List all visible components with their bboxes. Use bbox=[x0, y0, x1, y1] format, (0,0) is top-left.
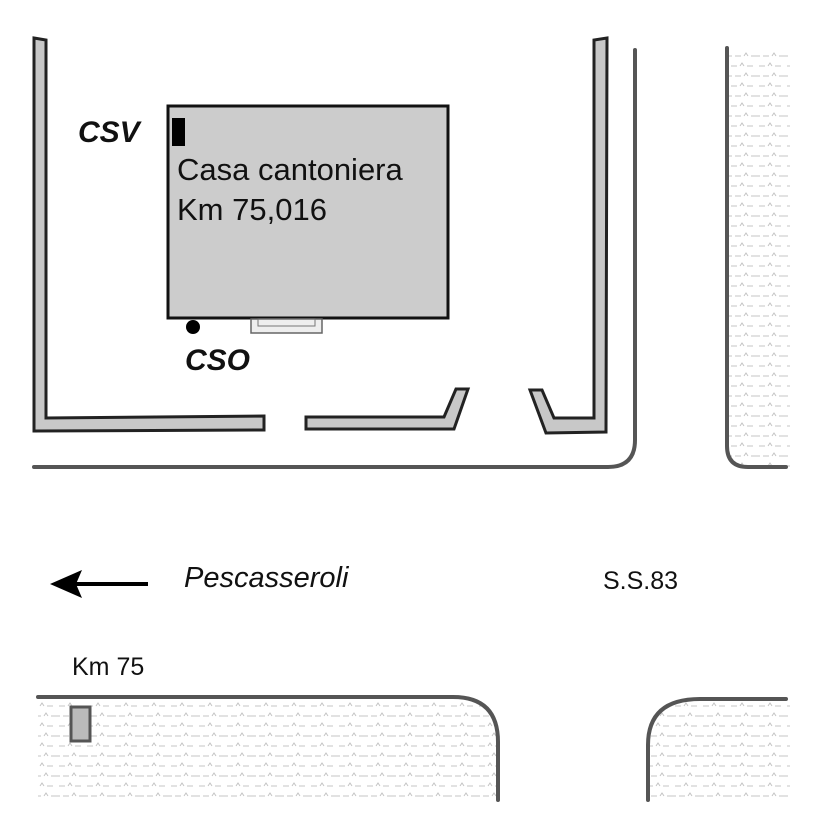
wall-right bbox=[527, 36, 609, 435]
house-km-label: Km 75,016 bbox=[177, 192, 327, 227]
road-name-label: S.S.83 bbox=[603, 567, 679, 595]
road-edge-south-left bbox=[36, 695, 500, 802]
house-name-label: Casa cantoniera bbox=[177, 152, 403, 187]
csv-label: CSV bbox=[78, 116, 140, 149]
wall-bottom-middle bbox=[304, 387, 471, 431]
arrow-left-icon bbox=[50, 570, 148, 598]
point-marker-icon bbox=[186, 320, 200, 334]
road-edge-south-right bbox=[646, 697, 788, 802]
house-step-inner bbox=[257, 318, 316, 327]
road-edge-north bbox=[32, 48, 637, 469]
ground-area-right bbox=[727, 48, 790, 467]
road-edge-right-ground bbox=[725, 46, 788, 469]
cso-label: CSO bbox=[185, 344, 251, 377]
direction-label: Pescasseroli bbox=[184, 562, 349, 594]
ground-area-bottom-left bbox=[38, 697, 498, 800]
wall-left bbox=[32, 36, 266, 433]
milestone-icon bbox=[69, 705, 92, 743]
signal-marker-icon bbox=[172, 118, 185, 146]
ground-area-bottom-right bbox=[648, 697, 790, 800]
casa-cantoniera-building bbox=[166, 104, 450, 320]
milestone-label: Km 75 bbox=[72, 653, 145, 681]
